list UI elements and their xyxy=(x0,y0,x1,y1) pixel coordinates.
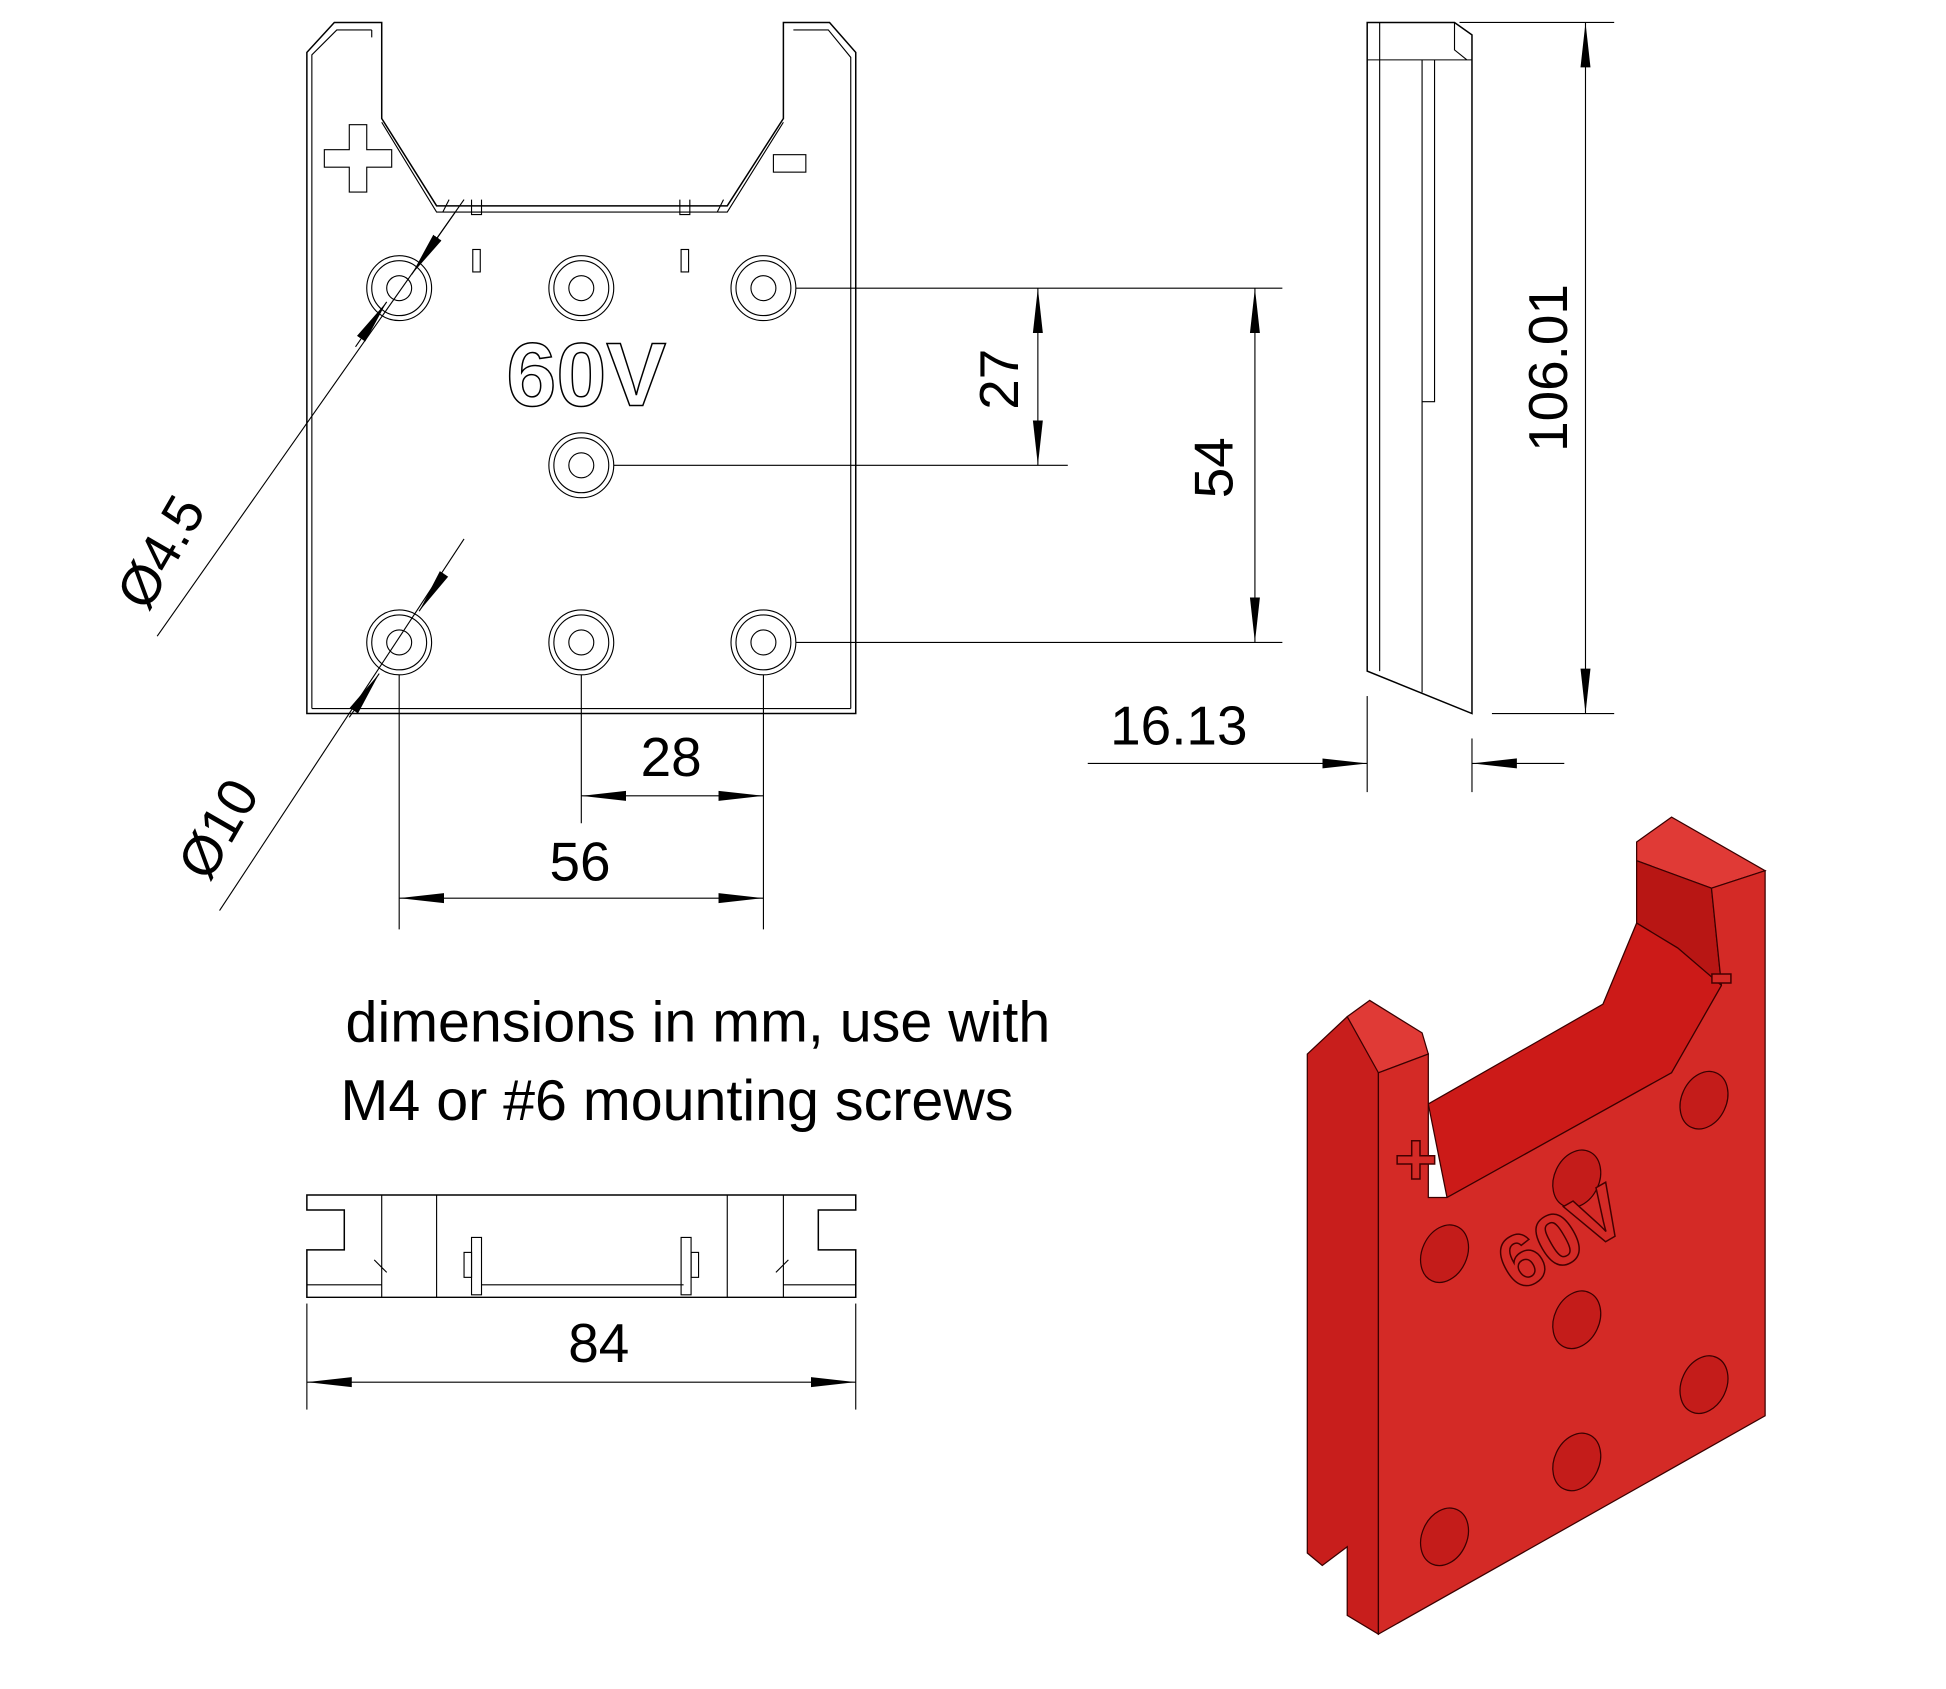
dim-width: 84 xyxy=(568,1312,629,1374)
hole xyxy=(548,609,615,676)
dim-horizontal-28: 28 xyxy=(641,726,702,788)
top-view: 84 xyxy=(306,1194,857,1410)
side-view: 106.01 16.13 xyxy=(1087,21,1615,793)
plate-outline xyxy=(306,21,857,715)
plate-label: 60V xyxy=(506,325,666,425)
hole xyxy=(548,255,615,322)
dim-horizontal-56: 56 xyxy=(550,831,611,893)
render-plus-symbol: + xyxy=(1394,1117,1438,1201)
front-view: 60V Ø4.5 Ø10 27 54 28 xyxy=(104,21,1283,930)
minus-symbol xyxy=(772,154,807,173)
note-line-2: M4 or #6 mounting screws xyxy=(341,1069,1014,1133)
hole xyxy=(548,432,615,499)
note-line-1: dimensions in mm, use with xyxy=(346,991,1051,1055)
hole xyxy=(366,609,433,676)
isometric-render: 60V + - xyxy=(1306,816,1767,1636)
render-minus-symbol: - xyxy=(1709,930,1734,1014)
dim-vertical-27: 27 xyxy=(968,349,1030,410)
plus-symbol xyxy=(323,124,393,193)
hole xyxy=(730,609,797,676)
dim-vertical-54: 54 xyxy=(1182,437,1244,498)
dim-counterbore-diameter: Ø10 xyxy=(165,768,271,889)
dim-hole-diameter: Ø4.5 xyxy=(104,485,217,619)
dim-height: 106.01 xyxy=(1517,284,1579,452)
hole xyxy=(730,255,797,322)
hole xyxy=(366,255,433,322)
dim-thickness: 16.13 xyxy=(1110,695,1247,757)
